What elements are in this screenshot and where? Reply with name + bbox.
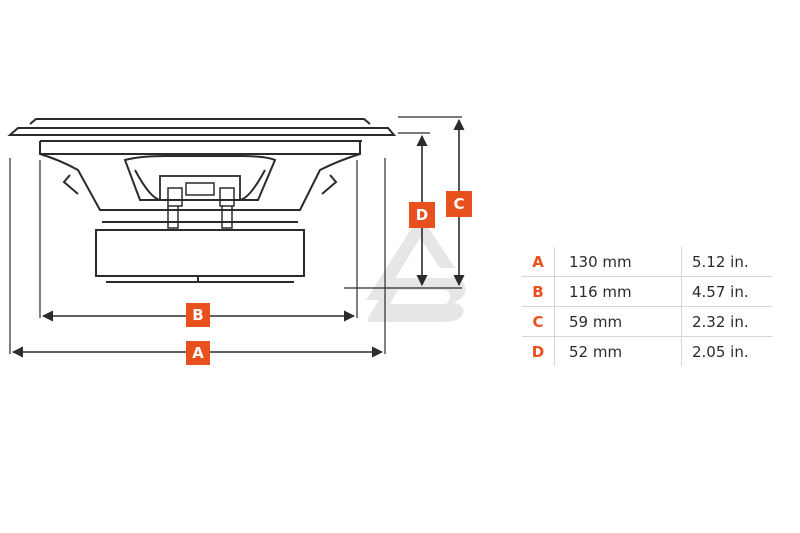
table-row: A 130 mm 5.12 in. [522,247,772,277]
badge-c-label: C [453,195,464,213]
watermark-logo [366,215,466,322]
row-dimension-letter: A [522,247,555,277]
badge-c: C [446,191,472,217]
row-inches: 4.57 in. [681,276,772,307]
row-millimeters: 52 mm [554,336,682,366]
row-millimeters: 130 mm [554,247,682,277]
extension-lines [9,116,462,354]
table-row: D 52 mm 2.05 in. [522,336,772,366]
row-dimension-letter: C [522,306,555,337]
row-millimeters: 59 mm [554,306,682,337]
badge-b-label: B [192,306,203,324]
badge-b: B [186,303,210,327]
row-millimeters: 116 mm [554,276,682,307]
row-dimension-letter: D [531,342,545,361]
row-inches: 2.32 in. [681,306,772,337]
badge-d: D [409,202,435,228]
badge-a-label: A [192,344,204,362]
table-row: B 116 mm 4.57 in. [522,276,772,307]
dimensions-table: A 130 mm 5.12 in. B 116 mm 4.57 in. C 59… [522,247,772,366]
row-dimension-letter: B [522,276,555,307]
badge-a: A [186,341,210,365]
table-row: C 59 mm 2.32 in. [522,306,772,337]
speaker-side-view [7,118,397,283]
row-inches: 2.05 in. [681,336,772,366]
badge-d-label: D [416,206,428,224]
row-inches: 5.12 in. [681,247,772,277]
